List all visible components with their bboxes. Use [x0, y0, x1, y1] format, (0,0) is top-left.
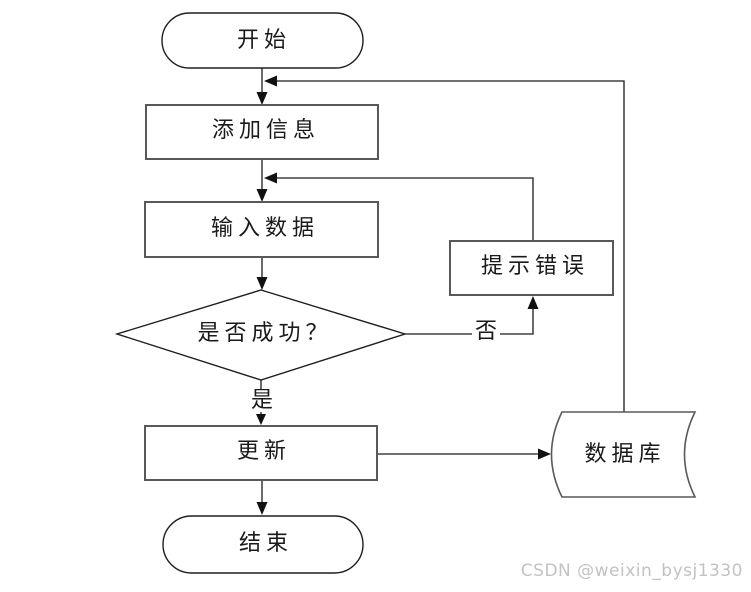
connector-update-to-end [256, 480, 268, 515]
add-info-node-label: 添加信息 [211, 118, 321, 143]
connector-start-to-addinfo [256, 68, 268, 105]
database-node-label: 数据库 [584, 442, 666, 467]
connector-inputdata-to-decision [256, 257, 268, 290]
csdn-watermark: CSDN @weixin_bysj1330 [520, 561, 743, 581]
edge-label-no: 否 [471, 321, 501, 343]
connector-error-feedback [264, 172, 534, 242]
update-node-shape [144, 425, 378, 481]
input-data-node-shape [144, 201, 379, 258]
database-node-shape [550, 411, 697, 498]
connector-database-feedback [264, 75, 625, 412]
start-node-label: 开始 [236, 28, 292, 53]
error-node-shape [449, 240, 614, 296]
edge-label-yes: 是 [247, 390, 277, 412]
input-data-node-label: 输入数据 [210, 216, 320, 241]
end-node-label: 结束 [238, 531, 294, 556]
connector-update-to-database [377, 448, 551, 460]
update-node-label: 更新 [236, 439, 292, 464]
add-info-node-shape [145, 104, 379, 160]
end-node-shape [162, 515, 364, 574]
decision-node-shape [114, 289, 408, 381]
decision-node-label: 是否成功？ [197, 321, 333, 346]
connector-decision-no-to-error [405, 296, 539, 335]
connector-addinfo-to-inputdata [256, 159, 268, 202]
start-node-shape [161, 12, 364, 69]
error-node-label: 提示错误 [480, 254, 590, 279]
